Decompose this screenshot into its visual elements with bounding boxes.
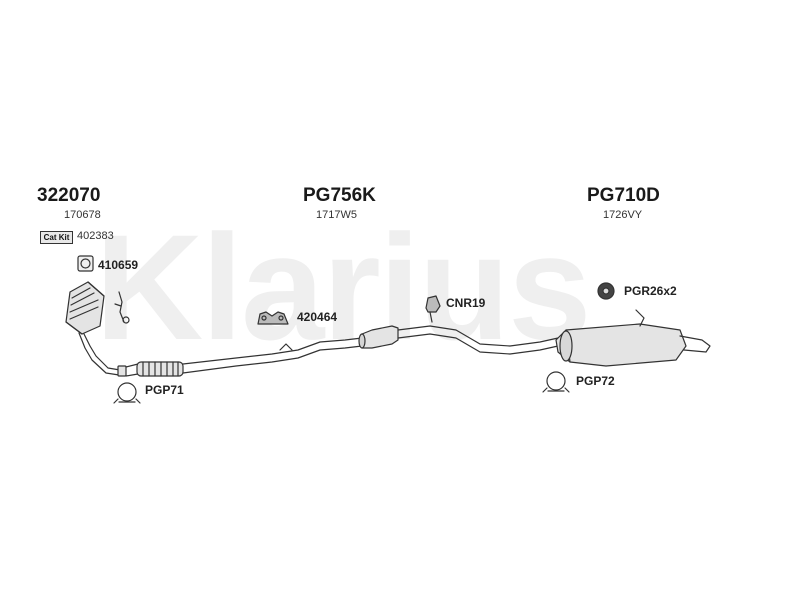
- rear-section-code: PG710D: [587, 185, 660, 206]
- catalytic-converter-icon: [65, 281, 127, 377]
- clamp-410659-icon: [77, 255, 94, 272]
- part-label-420464: 420464: [297, 310, 338, 324]
- part-label-pgr26x2: PGR26x2: [624, 284, 677, 298]
- tail-pipe-icon: [397, 325, 559, 355]
- clamp-pgp72-icon: [542, 371, 570, 393]
- middle-section-code: PG756K: [303, 185, 376, 206]
- middle-section-subcode: 1717W5: [316, 209, 357, 221]
- rear-section-subcode: 1726VY: [603, 209, 643, 221]
- cat-kit-code: 402383: [77, 230, 114, 242]
- part-label-pgp72: PGP72: [576, 374, 615, 388]
- intermediate-pipe-icon: [182, 337, 363, 374]
- front-section-code: 322070: [37, 185, 101, 206]
- cat-kit-badge: Cat Kit: [40, 231, 73, 244]
- front-pipe-flex-icon: [125, 361, 184, 377]
- clamp-pgp71-icon: [113, 382, 141, 404]
- middle-silencer-icon: [358, 325, 399, 349]
- rubber-cnr19-icon: [425, 295, 441, 323]
- hanger-420464-icon: [257, 311, 289, 325]
- front-section-subcode: 170678: [64, 209, 101, 221]
- sensor-bracket-icon: [114, 291, 130, 324]
- part-label-410659: 410659: [98, 258, 139, 272]
- part-label-cnr19: CNR19: [446, 296, 486, 310]
- rear-silencer-icon: [555, 309, 711, 367]
- rubber-pgr26-icon: [597, 282, 615, 300]
- part-label-pgp71: PGP71: [145, 383, 184, 397]
